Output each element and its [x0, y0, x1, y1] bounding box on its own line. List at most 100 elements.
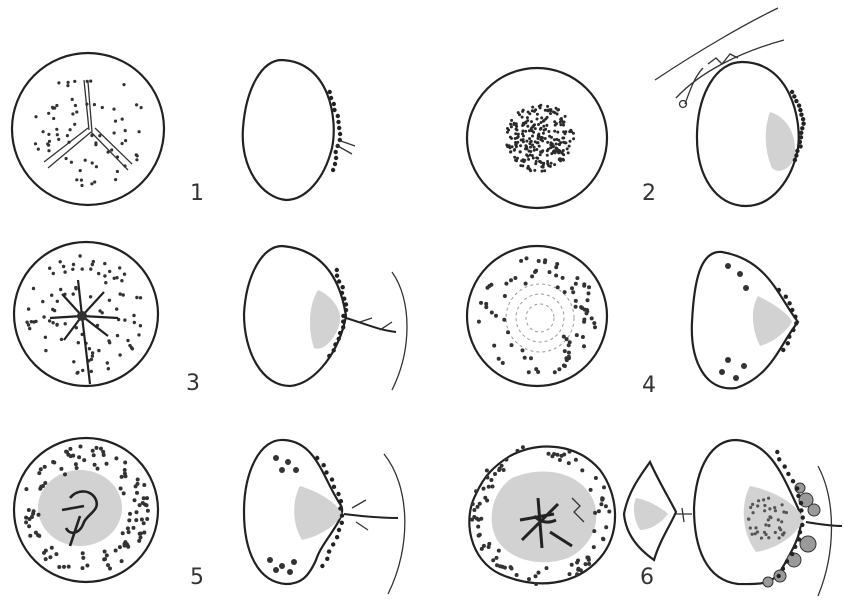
stipple-dot — [103, 550, 107, 554]
stipple-dot — [56, 300, 59, 303]
surface-bump — [790, 308, 794, 312]
stipple-dot — [562, 149, 565, 152]
stipple-dot — [43, 465, 47, 469]
stipple-dot — [601, 497, 605, 501]
stipple-dot — [137, 333, 140, 336]
stipple-dot — [24, 516, 28, 520]
surface-bump — [787, 301, 791, 305]
stipple-dot — [121, 531, 125, 535]
stipple-dot — [587, 562, 591, 566]
stipple-dot — [533, 149, 536, 152]
stipple-dot — [561, 137, 564, 140]
stipple-dot — [575, 572, 579, 576]
stipple-dot — [72, 263, 75, 266]
stipple-dot — [504, 282, 508, 286]
stipple-dot — [516, 449, 520, 453]
stipple-dot — [81, 551, 85, 555]
surface-bump — [338, 132, 342, 136]
stipple-dot — [48, 267, 51, 270]
stipple-dot — [537, 571, 541, 575]
stipple-dot — [123, 468, 127, 472]
stipple-dot — [509, 123, 512, 126]
stipple-dot — [115, 276, 118, 279]
surface-bump — [331, 168, 335, 172]
surface-bump — [794, 99, 798, 103]
stipple-dot — [136, 478, 140, 482]
stage-6-label: 6 — [640, 565, 654, 590]
stipple-dot — [569, 140, 572, 143]
stipple-dot — [568, 145, 571, 148]
stipple-dot — [474, 489, 478, 493]
stipple-dot — [562, 453, 566, 457]
stipple-dot — [752, 511, 755, 514]
stipple-dot — [774, 509, 777, 512]
stipple-dot — [543, 169, 546, 172]
stipple-dot — [524, 147, 527, 150]
stipple-dot — [482, 544, 486, 548]
stipple-dot — [536, 113, 539, 116]
stipple-dot — [145, 496, 149, 500]
stipple-dot — [515, 124, 518, 127]
stipple-dot — [48, 319, 51, 322]
stipple-dot — [537, 259, 541, 263]
stipple-dot — [27, 307, 30, 310]
stipple-dot — [34, 142, 37, 145]
stipple-dot — [751, 533, 754, 536]
surface-bump — [340, 513, 344, 517]
stipple-dot — [778, 536, 781, 539]
stipple-dot — [42, 315, 45, 318]
surface-bump — [777, 457, 781, 461]
stipple-dot — [594, 476, 598, 480]
stipple-dot — [492, 344, 496, 348]
stipple-dot — [95, 165, 98, 168]
stipple-dot — [50, 546, 54, 550]
stipple-dot — [514, 132, 517, 135]
stipple-dot — [110, 148, 113, 151]
stipple-dot — [72, 292, 75, 295]
stipple-dot — [777, 518, 780, 521]
stipple-dot — [118, 266, 121, 269]
surface-bump — [797, 537, 801, 541]
stipple-dot — [587, 291, 591, 295]
stage-2: 2 — [467, 8, 806, 208]
stipple-dot — [513, 156, 516, 159]
stipple-dot — [139, 324, 142, 327]
stipple-dot — [582, 284, 586, 288]
stipple-dot — [74, 287, 77, 290]
surface-bump — [337, 337, 341, 341]
stipple-dot — [530, 120, 533, 123]
stipple-dot — [485, 499, 489, 503]
stipple-dot — [101, 106, 104, 109]
surface-bump — [328, 90, 332, 94]
stipple-dot — [574, 458, 578, 462]
stipple-dot — [592, 529, 596, 533]
stipple-dot — [536, 370, 540, 374]
stage-4-side-view — [692, 252, 799, 388]
surface-bump — [330, 477, 334, 481]
surface-bump — [793, 315, 797, 319]
stipple-dot — [565, 337, 569, 341]
stipple-dot — [767, 536, 770, 539]
stipple-dot — [27, 508, 31, 512]
stipple-dot — [549, 112, 552, 115]
stipple-dot — [31, 512, 35, 516]
stipple-dot — [503, 566, 507, 570]
stipple-dot — [554, 265, 558, 269]
surface-bump — [795, 486, 799, 490]
stipple-dot — [576, 567, 580, 571]
stipple-dot — [553, 138, 556, 141]
stipple-dot — [126, 526, 130, 530]
surface-bump — [777, 288, 781, 292]
stipple-dot — [590, 316, 594, 320]
stipple-dot — [533, 146, 536, 149]
stipple-dot — [757, 499, 760, 502]
surface-bump — [801, 122, 805, 126]
stipple-dot — [524, 282, 528, 286]
stipple-dot — [479, 301, 483, 305]
stipple-dot — [543, 119, 546, 122]
stage-1: 1 — [12, 53, 355, 206]
surface-bump — [333, 342, 337, 346]
stipple-dot — [574, 282, 578, 286]
stipple-dot — [124, 139, 127, 142]
stipple-dot — [527, 577, 531, 581]
